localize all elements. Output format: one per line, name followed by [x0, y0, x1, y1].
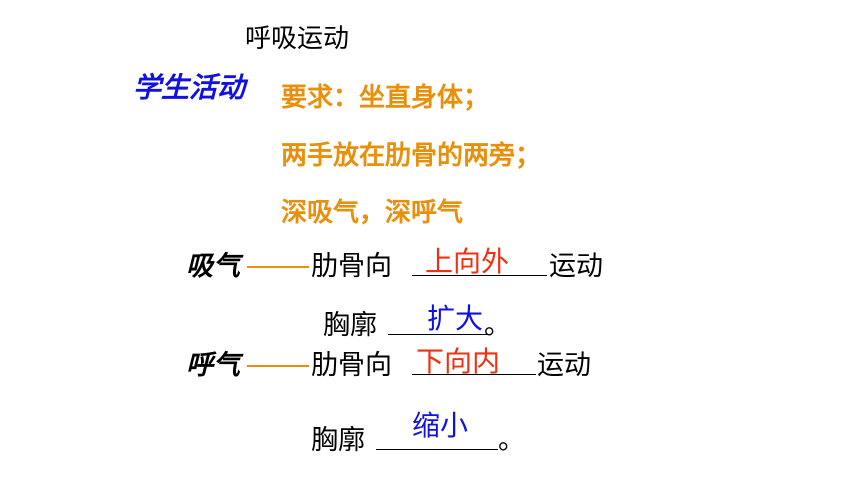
activity-label: 学生活动 — [133, 71, 246, 104]
exhale-chest-suffix: 。 — [498, 425, 525, 456]
inhale-chest-blank — [388, 334, 491, 335]
exhale-rib-suffix: 运动 — [537, 350, 591, 381]
page-title: 呼吸运动 — [245, 24, 350, 54]
inhale-chest-prefix: 胸廓 — [323, 310, 377, 341]
exhale-chest-blank — [376, 449, 498, 450]
inhale-rib-answer: 上向外 — [425, 245, 510, 278]
exhale-chest-answer: 缩小 — [412, 409, 469, 442]
inhale-rib-blank — [412, 275, 547, 276]
requirement-line: 要求：坐直身体； — [281, 83, 490, 113]
requirement-line: 两手放在肋骨的两旁； — [281, 141, 542, 171]
inhale-rib-prefix: 肋骨向 — [311, 251, 392, 282]
exhale-label: 呼气 — [186, 350, 240, 381]
exhale-rib-prefix: 肋骨向 — [311, 350, 392, 381]
inhale-chest-answer: 扩大 — [427, 302, 484, 335]
inhale-rib-suffix: 运动 — [549, 251, 603, 282]
inhale-chest-suffix: 。 — [484, 310, 511, 341]
inhale-label: 吸气 — [186, 251, 240, 282]
exhale-dash — [247, 365, 309, 367]
inhale-dash — [247, 266, 309, 268]
exhale-rib-blank — [412, 374, 536, 375]
exhale-chest-prefix: 胸廓 — [311, 425, 365, 456]
requirement-line: 深吸气，深呼气 — [281, 198, 464, 228]
exhale-rib-answer: 下向内 — [416, 345, 501, 378]
